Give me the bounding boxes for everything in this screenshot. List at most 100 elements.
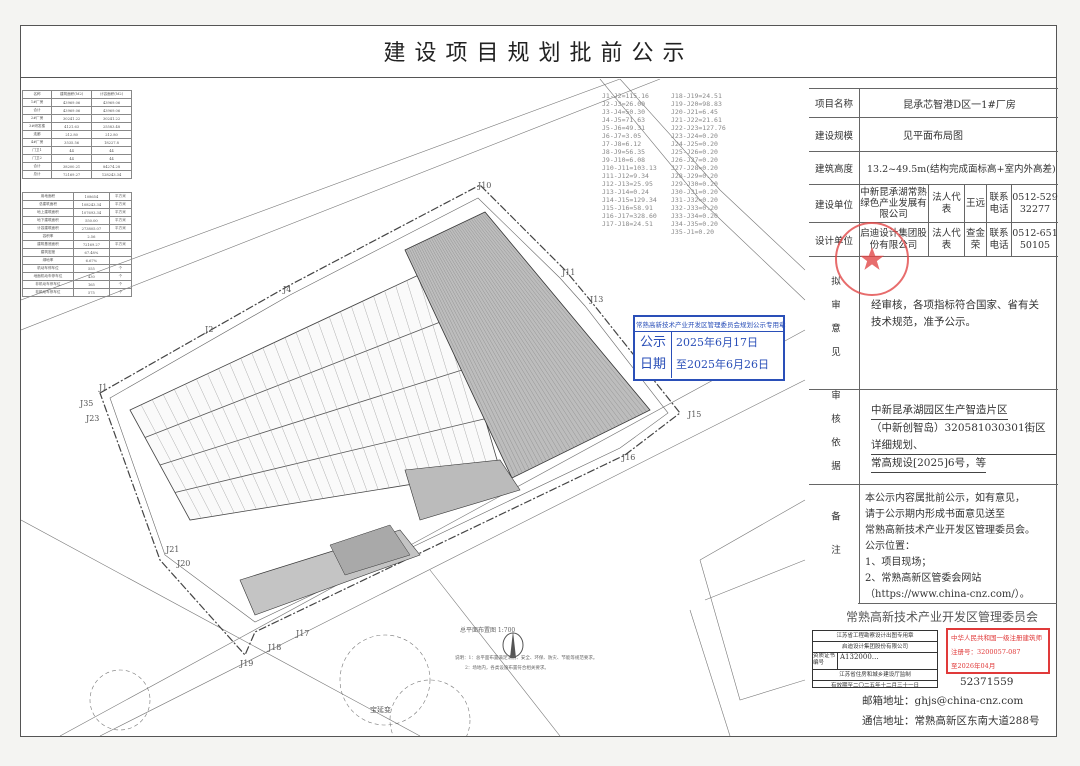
publicity-stamp: 常熟高新技术产业开发区管理委员会规划公示专用章 公示 日期 2025年6月17日…: [633, 315, 786, 381]
point-label: J4: [282, 285, 291, 294]
builder-phone-label: 联系电话: [987, 185, 1012, 222]
remark-line: 1、项目现场；: [865, 557, 932, 568]
project-name: 昆承芯智港D区一1#厂房: [903, 99, 1016, 111]
designer-rep-label: 法人代表: [929, 223, 965, 256]
substation-label: 宝延变: [370, 706, 391, 714]
label-project-name: 项目名称: [809, 89, 860, 117]
publicity-stamp-header: 常熟高新技术产业开发区管理委员会规划公示专用章: [635, 317, 786, 332]
label-height: 建筑高度: [809, 152, 860, 184]
point-label: J20: [176, 559, 190, 568]
remark-line: 2、常熟高新区管委会网站: [865, 573, 982, 584]
label-scale: 建设规模: [809, 118, 860, 151]
drawing-stamp-line4: 有效期至二〇二五年十二月三十一日: [830, 683, 919, 689]
label-builder: 建设单位: [809, 185, 860, 222]
remark-line: 常熟高新技术产业开发区管理委员会。: [865, 525, 1035, 536]
basis-line-3: 常高规设[2025]6号，等: [871, 455, 987, 473]
point-label: J21: [165, 545, 179, 554]
title-bar: 建设项目规划批前公示: [20, 25, 1057, 78]
point-label: J17: [295, 629, 309, 638]
designer-phone-label: 联系电话: [987, 223, 1012, 256]
designer-rep: 查金荣: [965, 223, 987, 256]
builder-rep-label: 法人代表: [929, 185, 965, 222]
opinion-text: 经审核，各项指标符合国家、省有关技术规范，准予公示。: [871, 299, 1039, 328]
publicity-label-2: 日期: [639, 357, 666, 372]
committee-name: 常熟高新技术产业开发区管理委员会: [846, 610, 1039, 624]
architect-stamp-line1: 中华人民共和国一级注册建筑师: [951, 634, 1042, 642]
point-label: J10: [477, 181, 491, 190]
divider: [858, 603, 1057, 604]
building-2-hatch: [406, 212, 647, 477]
label-opinion: 拟审意见: [829, 276, 840, 370]
remark-line[interactable]: （https://www.china-cnz.com/）。: [865, 589, 1030, 600]
row-scale: 建设规模 见平面布局图: [809, 118, 1058, 152]
basis-line-1: 中新昆承湖园区生产智造片区: [871, 402, 1008, 420]
row-height: 建筑高度 13.2~49.5m(结构完成面标高+室内外高差): [809, 152, 1058, 185]
drawing-stamp-line3: 江苏省住房和城乡建设厅监制: [813, 670, 937, 681]
contact-email: 邮箱地址：ghjs@china-cnz.com: [862, 695, 1024, 707]
point-label: J2: [204, 325, 213, 334]
label-basis: 审核依据: [829, 390, 840, 484]
plan-note-2: 2：场地内，各类设施布置符合相关要求。: [465, 666, 549, 671]
point-label: J11: [561, 268, 575, 277]
point-label: J16: [621, 453, 635, 462]
row-builder: 建设单位 中新昆承湖常熟绿色产业发展有限公司 法人代表 王远 联系电话 0512…: [809, 185, 1058, 223]
drawing-stamp-line2: 启迪设计集团股份有限公司: [813, 642, 937, 653]
row-designer: 设计单位 启迪设计集团股份有限公司 法人代表 查金荣 联系电话 0512-651…: [809, 223, 1058, 257]
architect-stamp-line3: 至2026年04月: [951, 662, 996, 670]
builder-name: 中新昆承湖常熟绿色产业发展有限公司: [859, 185, 929, 222]
contact-address: 通信地址：常熟高新区东南大道288号: [862, 715, 1040, 727]
segment-list-right: J18-J19=24.51 J19-J20=98.83 J20-J21=6.45…: [671, 92, 726, 236]
row-remarks: 备注 本公示内容属批前公示，如有意见，请于公示期内形成书面意见送至常熟高新技术产…: [809, 485, 1058, 603]
point-label: J13: [589, 295, 603, 304]
site-plan-drawing: J1J2J4J10J11J13J15J16J17J18J19J20J21J23J…: [21, 79, 806, 736]
point-label: J19: [239, 659, 253, 668]
architect-stamp: 中华人民共和国一级注册建筑师 注册号：3200057-087 至2026年04月: [946, 628, 1050, 674]
builder-rep: 王远: [965, 185, 987, 222]
remark-line: 请于公示期内形成书面意见送至: [865, 509, 1005, 520]
row-opinion: 拟审意见 经审核，各项指标符合国家、省有关技术规范，准予公示。: [809, 257, 1058, 390]
point-label: J23: [85, 414, 99, 423]
height-value: 13.2~49.5m(结构完成面标高+室内外高差): [867, 164, 1056, 175]
page-title: 建设项目规划批前公示: [383, 41, 694, 66]
north-arrow-icon: [502, 631, 524, 658]
label-remarks: 备注: [829, 510, 840, 578]
point-label: J15: [687, 410, 701, 419]
remark-line: 公示位置：: [865, 541, 915, 552]
builder-phone: 0512-52932277: [1012, 191, 1058, 215]
publicity-label-1: 公示: [639, 335, 666, 350]
point-label: J1: [98, 383, 107, 392]
publicity-date-start: 2025年6月17日: [676, 336, 758, 349]
building-1: [129, 264, 501, 521]
contact-phone: 52371559: [960, 676, 1014, 688]
row-basis: 审核依据 中新昆承湖园区生产智造片区 （中新创智岛）320581030301街区…: [809, 390, 1058, 485]
drawing-stamp-line1: 江苏省工程勘察设计出图专用章: [813, 631, 937, 642]
cert-label: 资质证书编号: [813, 653, 838, 669]
segment-list-left: J1-J2=115.16 J2-J3=26.00 J3-J4=50.30 J4-…: [602, 92, 657, 228]
scale-value: 见平面布局图: [903, 131, 963, 142]
designer-name: 启迪设计集团股份有限公司: [859, 223, 929, 256]
row-project-name: 项目名称 昆承芯智港D区一1#厂房: [809, 88, 1058, 118]
plan-caption: 总平面布置图 1:700: [460, 627, 516, 634]
point-label: J35: [79, 399, 93, 408]
plan-note-1: 说明：1：总平面布置满足消防、安全、环保、防灾、节能等规范要求。: [455, 656, 598, 661]
